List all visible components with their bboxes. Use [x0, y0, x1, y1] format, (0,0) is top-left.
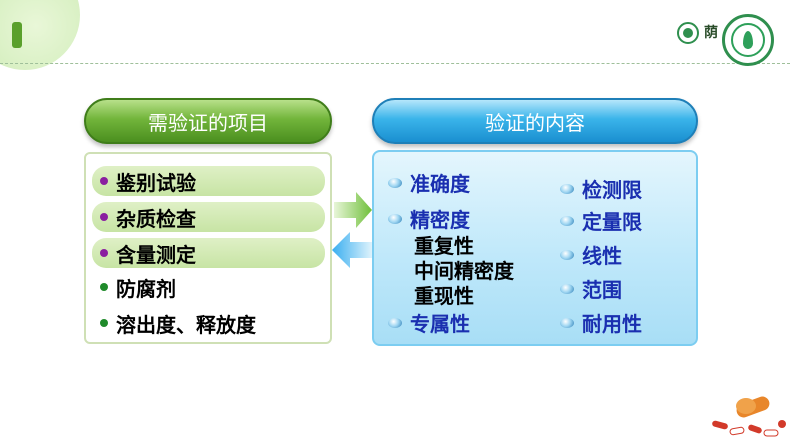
content-robustness: 耐用性: [560, 308, 642, 337]
content-label: 准确度: [410, 168, 470, 197]
content-label: 检测限: [582, 174, 642, 203]
logo-character: 荫: [704, 22, 718, 42]
content-quantitation-limit: 定量限: [560, 206, 642, 235]
list-item-label: 溶出度、释放度: [116, 309, 256, 338]
content-label: 专属性: [410, 308, 470, 337]
content-linearity: 线性: [560, 240, 622, 269]
header-divider: [0, 63, 790, 64]
header-items-to-validate: 需验证的项目: [84, 98, 332, 144]
content-label: 耐用性: [582, 308, 642, 337]
bullet-bead-icon: [560, 318, 574, 328]
list-item-impurity-test: 杂质检查: [92, 202, 325, 232]
bullet-bead-icon: [560, 250, 574, 260]
content-detection-limit: 检测限: [560, 174, 642, 203]
list-item-identification: 鉴别试验: [92, 166, 325, 196]
bullet-purple-icon: [100, 177, 108, 185]
content-accuracy: 准确度: [388, 168, 470, 197]
content-label: 定量限: [582, 206, 642, 235]
content-precision: 精密度: [388, 204, 470, 233]
pills-decoration-icon: [702, 394, 792, 444]
content-range: 范围: [560, 274, 622, 303]
content-specificity: 专属性: [388, 308, 470, 337]
arrow-left-icon: [332, 232, 372, 268]
bullet-bead-icon: [388, 214, 402, 224]
school-emblem-icon: [722, 14, 774, 66]
arrow-right-icon: [334, 192, 372, 228]
list-item-preservative: 防腐剂: [92, 272, 325, 302]
bullet-bead-icon: [388, 178, 402, 188]
content-reproducibility: 重现性: [414, 280, 474, 309]
corner-bar-decoration: [12, 22, 22, 48]
header-validation-content: 验证的内容: [372, 98, 698, 144]
bullet-bead-icon: [388, 318, 402, 328]
list-item-label: 含量测定: [116, 239, 196, 268]
list-item-label: 杂质检查: [116, 203, 196, 232]
content-label: 精密度: [410, 204, 470, 233]
list-item-label: 防腐剂: [116, 273, 176, 302]
bullet-green-icon: [100, 319, 108, 327]
bullet-bead-icon: [560, 184, 574, 194]
content-label: 线性: [582, 240, 622, 269]
bullet-bead-icon: [560, 216, 574, 226]
bullet-purple-icon: [100, 249, 108, 257]
list-item-dissolution: 溶出度、释放度: [92, 308, 325, 338]
school-emblem-small-icon: [677, 22, 699, 44]
bullet-green-icon: [100, 283, 108, 291]
bullet-bead-icon: [560, 284, 574, 294]
content-label: 范围: [582, 274, 622, 303]
bullet-purple-icon: [100, 213, 108, 221]
list-item-assay: 含量测定: [92, 238, 325, 268]
list-item-label: 鉴别试验: [116, 167, 196, 196]
